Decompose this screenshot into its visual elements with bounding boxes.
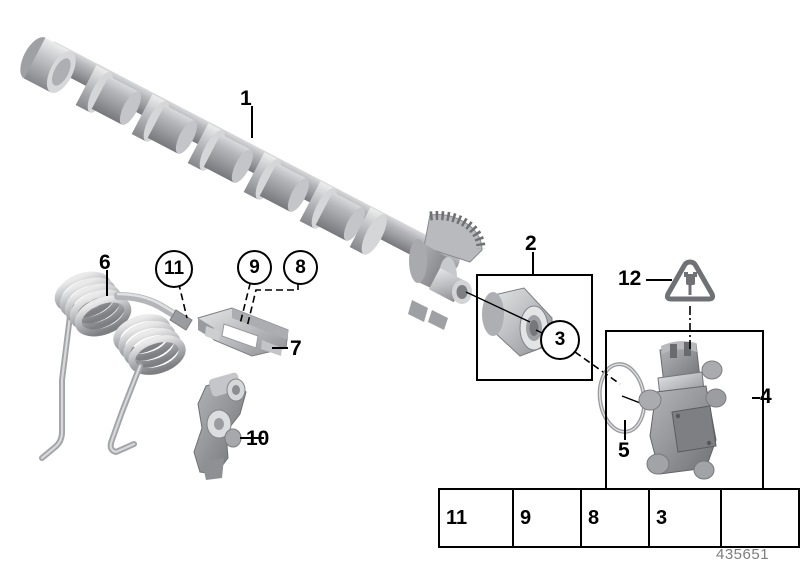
retaining-bracket — [197, 271, 299, 357]
legend-number-3: 3 — [656, 506, 668, 529]
legend-number-11: 11 — [446, 506, 468, 529]
callout-label-oring: 5 — [618, 439, 630, 462]
electrical-plug-warning-triangle — [646, 259, 716, 302]
callout-circle-bolt-8: 8 — [283, 250, 318, 285]
callout-label-warning: 12 — [618, 267, 642, 290]
group-box-solenoid — [605, 330, 764, 494]
roller-rocker-arm — [193, 372, 264, 480]
torsion-spring — [39, 270, 193, 461]
legend-bar: 11 9 8 3 — [438, 488, 800, 548]
spring-coil-lower — [113, 314, 186, 375]
legend-cell-11: 11 — [440, 490, 514, 546]
group-box-eccentric — [476, 274, 593, 381]
camshaft-sensor-wheel — [408, 211, 486, 330]
plug-icon — [684, 272, 697, 295]
callout-label-rocker: 10 — [246, 427, 270, 450]
callout-label-bracket: 7 — [290, 337, 302, 360]
legend-cell-8: 8 — [582, 490, 650, 546]
callout-label-solenoid-box: 4 — [760, 385, 772, 408]
callout-circle-bearing-3: 3 — [540, 320, 580, 360]
callout-label-eccentric-box: 2 — [525, 232, 537, 255]
solenoid-actuator-valve — [638, 306, 760, 480]
camshaft-assembly — [20, 37, 486, 330]
callout-circle-bolt-9: 9 — [237, 250, 272, 285]
legend-cell-9: 9 — [514, 490, 582, 546]
legend-cell-3: 3 — [650, 490, 722, 546]
legend-number-8: 8 — [588, 506, 600, 529]
callout-label-camshaft: 1 — [240, 87, 252, 110]
legend-number-9: 9 — [520, 506, 532, 529]
callout-label-spring: 6 — [99, 251, 111, 274]
legend-cell-arrow — [722, 490, 794, 546]
callout-circle-bolt-11: 11 — [155, 250, 193, 288]
part-number: 435651 — [716, 546, 770, 563]
